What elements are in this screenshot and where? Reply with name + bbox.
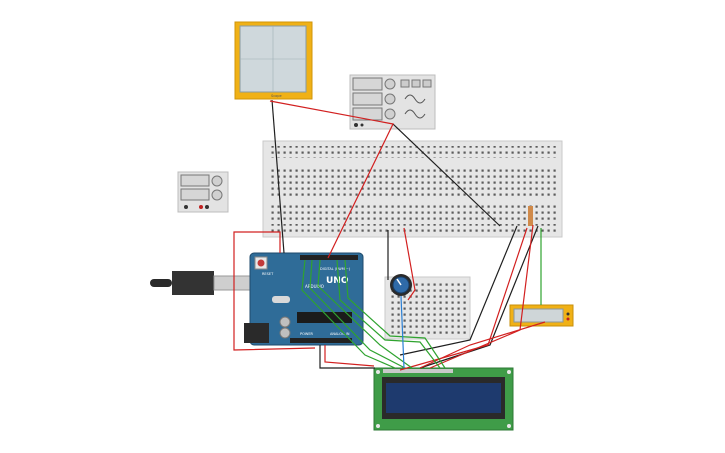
analog-pins-label: ANALOG IN bbox=[330, 332, 350, 336]
wire-green[interactable] bbox=[344, 259, 446, 369]
wire-black[interactable] bbox=[271, 99, 285, 254]
potentiometer[interactable] bbox=[390, 274, 412, 296]
oscilloscope-label: Scope bbox=[271, 94, 282, 98]
power-supply[interactable] bbox=[177, 171, 229, 213]
wire-black[interactable] bbox=[392, 123, 501, 227]
wire-red[interactable] bbox=[233, 231, 316, 351]
wire-red[interactable] bbox=[399, 227, 528, 371]
wave-triangle-button[interactable] bbox=[422, 79, 432, 88]
wires bbox=[233, 99, 546, 371]
usb-cable bbox=[150, 271, 251, 295]
wave-square-button[interactable] bbox=[411, 79, 421, 88]
wire-green[interactable] bbox=[317, 259, 413, 369]
lcd-16x2[interactable] bbox=[373, 367, 514, 431]
wave-sine-button[interactable] bbox=[400, 79, 410, 88]
digital-pins-label: DIGITAL (PWM ~) bbox=[320, 267, 351, 271]
breadboard-main[interactable] bbox=[262, 140, 563, 238]
reset-label: RESET bbox=[262, 272, 274, 276]
wire-black[interactable] bbox=[399, 225, 518, 356]
wire-black[interactable] bbox=[319, 345, 375, 369]
wire-red[interactable] bbox=[419, 321, 546, 369]
power-pins-label: POWER bbox=[300, 332, 314, 336]
function-generator[interactable] bbox=[349, 74, 436, 130]
wire-blue[interactable] bbox=[400, 295, 405, 369]
wire-black[interactable] bbox=[419, 225, 539, 369]
resistor[interactable] bbox=[528, 206, 533, 226]
wire-red[interactable] bbox=[324, 345, 375, 367]
wire-green[interactable] bbox=[309, 259, 406, 369]
arduino-brand: ARDUINO bbox=[305, 284, 324, 289]
wire-red[interactable] bbox=[403, 227, 416, 301]
multimeter[interactable] bbox=[509, 304, 574, 327]
arduino-model: UNO bbox=[326, 276, 349, 286]
arduino-uno[interactable]: RESET UNO ARDUINO DIGITAL (PWM ~) POWER … bbox=[244, 252, 364, 346]
oscilloscope[interactable]: Scope bbox=[234, 21, 313, 100]
wire-red[interactable] bbox=[245, 231, 281, 253]
wire-green[interactable] bbox=[336, 259, 441, 369]
wire-green[interactable] bbox=[301, 259, 396, 369]
wire-red[interactable] bbox=[269, 100, 394, 259]
